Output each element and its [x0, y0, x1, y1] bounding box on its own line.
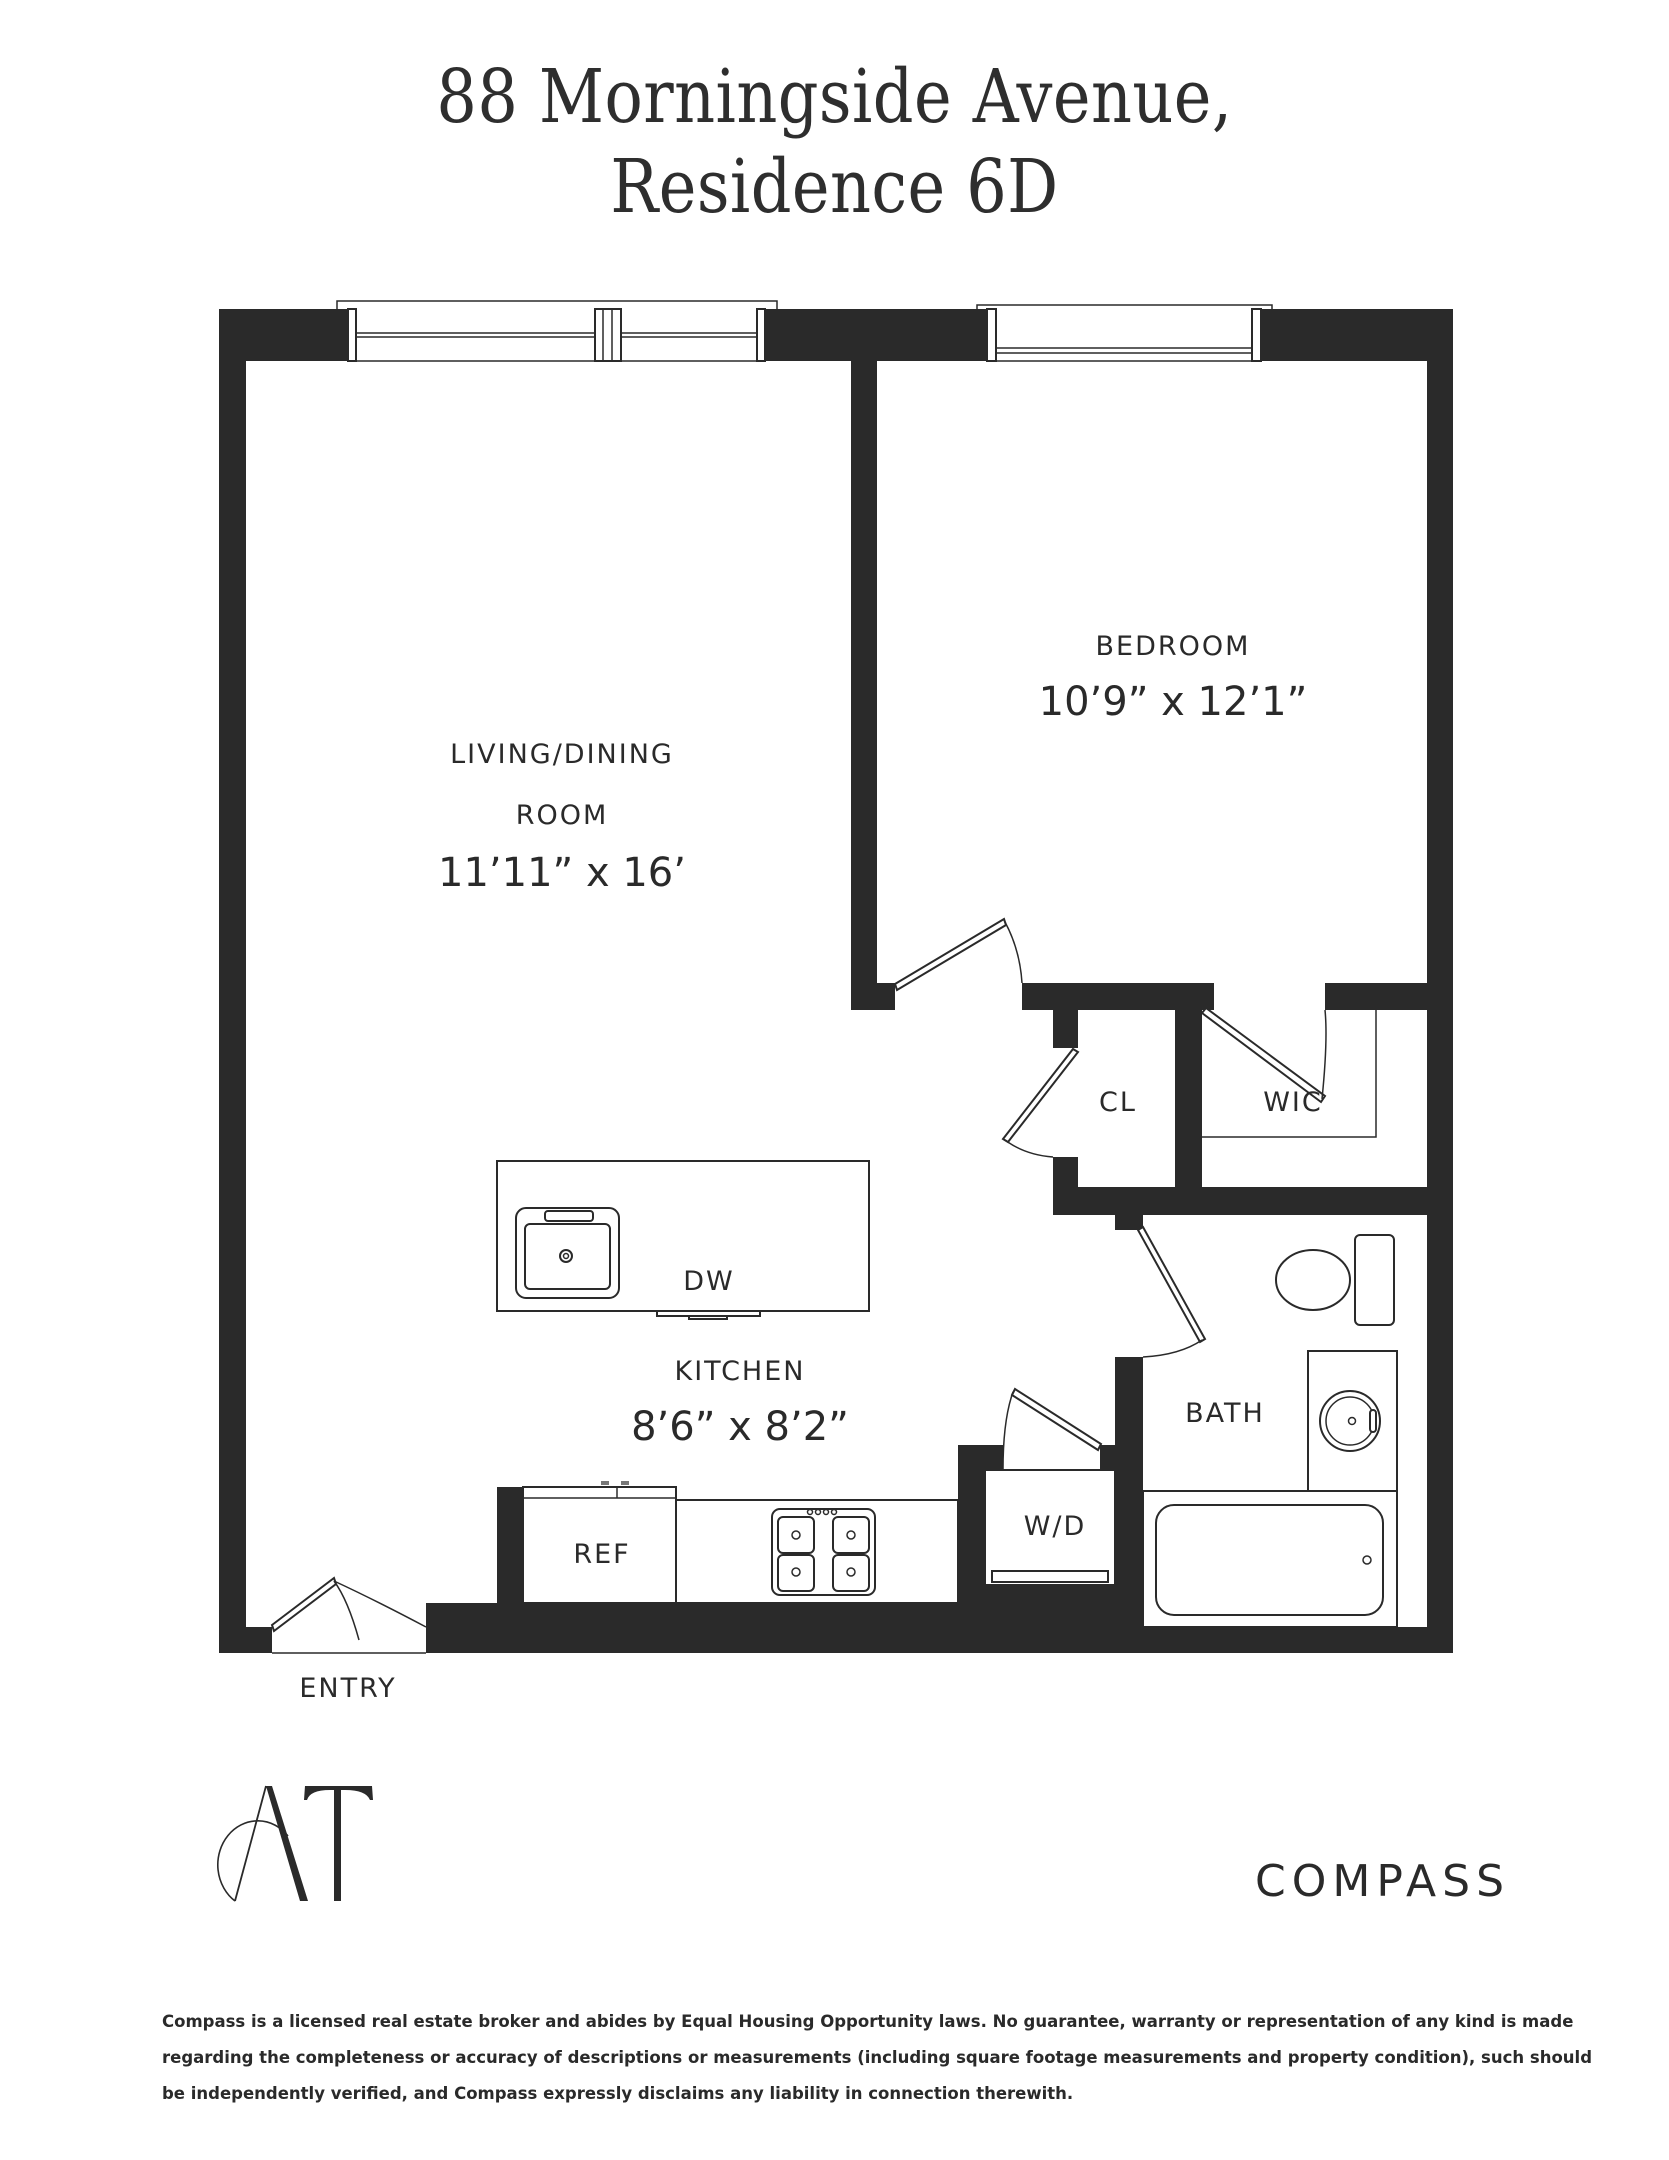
bath-label: BATH	[1185, 1398, 1265, 1429]
disclaimer-line-2: regarding the completeness or accuracy o…	[162, 2048, 1593, 2067]
closet-label: CL	[1099, 1087, 1137, 1118]
dishwasher-label: DW	[683, 1266, 735, 1297]
wic-label: WIC	[1263, 1087, 1323, 1118]
bedroom-label: BEDROOM	[1096, 631, 1251, 662]
washer-dryer-door[interactable]	[1002, 1387, 1103, 1471]
bedroom-dimensions: 10’9” x 12’1”	[1039, 679, 1308, 725]
disclaimer: Compass is a licensed real estate broker…	[162, 2004, 1593, 2112]
cooktop	[771, 1508, 876, 1596]
kitchen-dimensions: 8’6” x 8’2”	[631, 1404, 849, 1450]
living-room-label-line-1: LIVING/DINING	[450, 739, 674, 770]
bath-door[interactable]	[1136, 1225, 1207, 1358]
bedroom-door[interactable]	[893, 917, 1023, 992]
kitchen-label: KITCHEN	[675, 1356, 806, 1387]
living-room-dimensions: 11’11” x 16’	[438, 850, 686, 896]
compass-logo: COMPASS	[1255, 1856, 1510, 1907]
entry-door[interactable]	[270, 1576, 427, 1654]
living-room-window	[336, 300, 778, 362]
kitchen-island	[496, 1160, 870, 1320]
washer-dryer	[984, 1469, 1116, 1586]
refrigerator-label: REF	[573, 1539, 630, 1570]
page-title-line-1: 88 Morningside Avenue,	[436, 54, 1233, 140]
bath-fixtures	[1142, 1234, 1398, 1628]
closet-door[interactable]	[1001, 1047, 1080, 1158]
disclaimer-line-3: be independently verified, and Compass e…	[162, 2084, 1074, 2103]
walk-in-closet-door[interactable]	[1200, 1006, 1327, 1104]
washer-dryer-label: W/D	[1024, 1511, 1087, 1542]
at-logo	[217, 1785, 373, 1902]
wic-shelf	[1202, 1010, 1377, 1138]
living-room-label-line-2: ROOM	[516, 800, 609, 831]
walls	[219, 309, 1453, 1653]
toilet-tank	[1354, 1234, 1395, 1326]
disclaimer-line-1: Compass is a licensed real estate broker…	[162, 2012, 1574, 2031]
page-title-line-2: Residence 6D	[610, 144, 1059, 230]
toilet-bowl	[1275, 1249, 1351, 1311]
bedroom-window	[976, 304, 1273, 362]
entry-label: ENTRY	[299, 1673, 396, 1704]
